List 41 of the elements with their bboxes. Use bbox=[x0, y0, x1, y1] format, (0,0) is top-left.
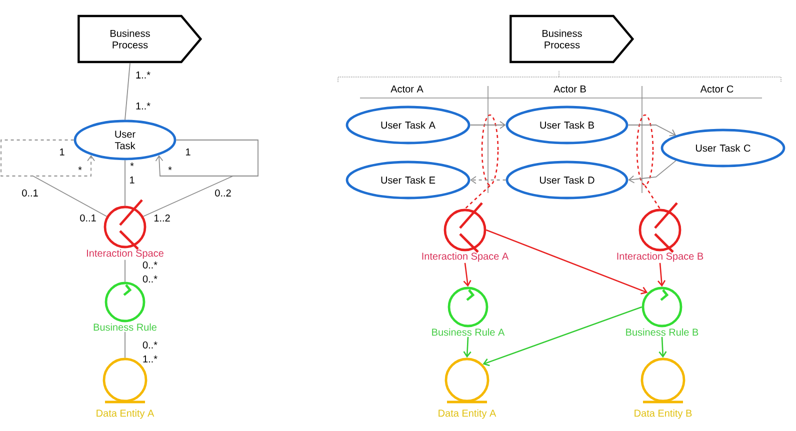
arrow bbox=[658, 336, 667, 358]
multiplicity-label: 1..* bbox=[136, 102, 150, 110]
arrow bbox=[463, 336, 472, 358]
multiplicity-label: 1..* bbox=[136, 72, 150, 78]
connector-line bbox=[124, 62, 130, 120]
multiplicity-label: 0..* bbox=[142, 341, 158, 349]
multiplicity-label: 0..1 bbox=[22, 189, 38, 197]
arrow bbox=[628, 124, 676, 136]
lane-heading: Actor A bbox=[390, 86, 424, 92]
arrow bbox=[470, 176, 506, 184]
connector-line bbox=[124, 331, 126, 358]
arrow bbox=[463, 262, 472, 287]
arrow bbox=[658, 262, 666, 287]
multiplicity-label: * bbox=[130, 162, 134, 166]
arrow bbox=[470, 121, 506, 129]
multiplicity-label: 0..1 bbox=[80, 214, 96, 222]
arrow bbox=[486, 229, 648, 294]
multiplicity-label: 0..* bbox=[142, 261, 158, 269]
arrow bbox=[628, 160, 676, 184]
dashed-ellipse bbox=[481, 114, 499, 186]
arrow bbox=[0, 140, 95, 176]
multiplicity-label: 1..2 bbox=[154, 214, 170, 222]
multiplicity-label: 1..* bbox=[143, 356, 158, 362]
multiplicity-label: * bbox=[78, 166, 82, 170]
lane-heading: Actor C bbox=[700, 85, 734, 93]
dashed-ellipse bbox=[636, 114, 654, 186]
multiplicity-label: 1 bbox=[60, 148, 64, 156]
connector-line bbox=[124, 160, 126, 206]
multiplicity-label: 1 bbox=[186, 148, 190, 156]
multiplicity-label: * bbox=[168, 166, 172, 170]
connector-line bbox=[32, 176, 108, 217]
leader-line bbox=[464, 185, 490, 210]
connector-line bbox=[124, 259, 126, 282]
lane-heading: Actor B bbox=[554, 86, 586, 92]
leader-line bbox=[644, 185, 661, 210]
arrow bbox=[155, 140, 258, 176]
multiplicity-label: 1 bbox=[130, 176, 134, 184]
connector-line bbox=[142, 176, 234, 217]
multiplicity-label: 0..2 bbox=[215, 189, 231, 197]
arrow bbox=[482, 306, 642, 366]
multiplicity-label: 0..* bbox=[142, 275, 158, 283]
